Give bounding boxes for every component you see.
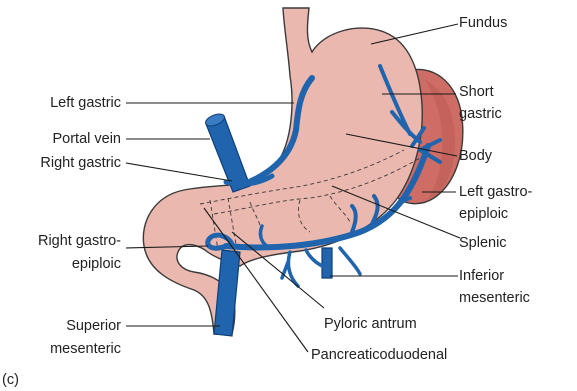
label-pancreaticoduodenal: Pancreaticoduodenal bbox=[311, 347, 447, 363]
label-right-gastroepiploic-line2: epiploic bbox=[72, 256, 121, 272]
label-short-gastric-line1: Short bbox=[459, 84, 494, 100]
label-right-gastric: Right gastric bbox=[40, 155, 121, 171]
label-superior-mesenteric-line1: Superior bbox=[66, 318, 121, 334]
inferior-mesenteric-vein bbox=[322, 248, 332, 278]
label-superior-mesenteric-line2: mesenteric bbox=[50, 341, 121, 357]
label-left-gastroepiploic-line2: epiploic bbox=[459, 206, 508, 222]
label-pyloric-antrum: Pyloric antrum bbox=[324, 316, 417, 332]
label-fundus: Fundus bbox=[459, 15, 507, 31]
label-splenic: Splenic bbox=[459, 235, 507, 251]
label-right-gastroepiploic-line1: Right gastro- bbox=[38, 233, 121, 249]
label-body: Body bbox=[459, 148, 493, 164]
label-short-gastric-line2: gastric bbox=[459, 106, 502, 122]
stomach bbox=[143, 8, 422, 334]
label-portal-vein: Portal vein bbox=[52, 131, 121, 147]
panel-label: (c) bbox=[2, 372, 19, 388]
label-left-gastroepiploic-line1: Left gastro- bbox=[459, 184, 533, 200]
label-inferior-mesenteric-line1: Inferior bbox=[459, 268, 504, 284]
label-left-gastric: Left gastric bbox=[50, 95, 121, 111]
label-inferior-mesenteric-line2: mesenteric bbox=[459, 290, 530, 306]
superior-mesenteric-vein bbox=[214, 250, 240, 336]
